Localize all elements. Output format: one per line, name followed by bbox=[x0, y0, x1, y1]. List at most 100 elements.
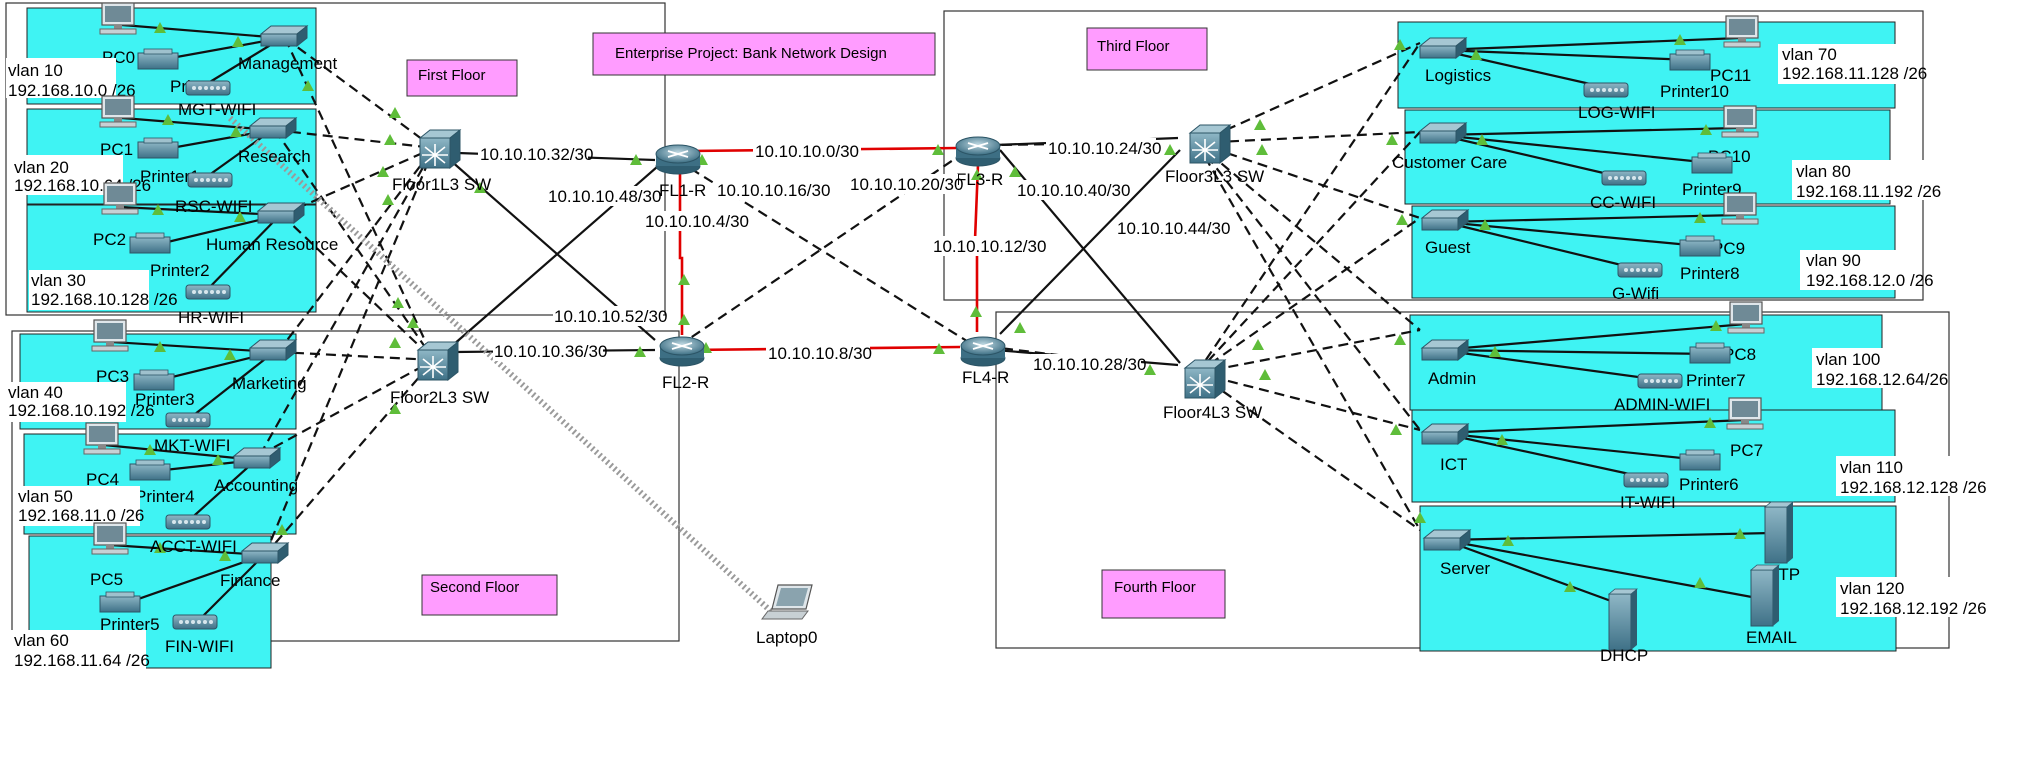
svg-text:Floor1L3 SW: Floor1L3 SW bbox=[392, 175, 491, 194]
finance-pc[interactable]: PC5 bbox=[90, 522, 129, 589]
ict-printer[interactable]: Printer6 bbox=[1679, 449, 1739, 494]
floor3-l3-switch[interactable]: Floor3L3 SW bbox=[1165, 124, 1264, 186]
vlan70-label: vlan 70 192.168.11.128 /26 bbox=[1778, 44, 1927, 84]
ict-access-point[interactable]: IT-WIFI bbox=[1620, 472, 1676, 512]
svg-text:Finance: Finance bbox=[220, 571, 280, 590]
svg-text:Floor3L3 SW: Floor3L3 SW bbox=[1165, 167, 1264, 186]
logistics-access-point[interactable]: LOG-WIFI bbox=[1578, 82, 1655, 122]
ict-switch[interactable]: ICT bbox=[1421, 423, 1469, 474]
svg-text:FL2-R: FL2-R bbox=[662, 373, 709, 392]
subnet-label: 10.10.10.16/30 bbox=[717, 181, 830, 200]
vlan110-label: vlan 110 192.168.12.128 /26 bbox=[1836, 456, 1987, 497]
svg-text:Customer Care: Customer Care bbox=[1392, 153, 1507, 172]
fl1-router[interactable]: FL1-R bbox=[655, 144, 706, 200]
svg-text:192.168.11.64 /26: 192.168.11.64 /26 bbox=[14, 651, 150, 670]
svg-text:vlan 70: vlan 70 bbox=[1782, 45, 1837, 64]
svg-text:FL1-R: FL1-R bbox=[659, 181, 706, 200]
marketing-access-point[interactable]: MKT-WIFI bbox=[154, 412, 230, 455]
research-printer[interactable]: Printer1 bbox=[137, 137, 200, 186]
subnet-label: 10.10.10.32/30 bbox=[480, 145, 593, 164]
first-floor-label: First Floor bbox=[418, 67, 486, 84]
admin-pc[interactable]: PC8 bbox=[1723, 301, 1765, 364]
floor4-l3-switch[interactable]: Floor4L3 SW bbox=[1163, 359, 1262, 422]
svg-text:Logistics: Logistics bbox=[1425, 66, 1491, 85]
svg-text:vlan 20: vlan 20 bbox=[14, 158, 69, 177]
svg-text:Printer1: Printer1 bbox=[140, 167, 200, 186]
customer-care-access-point[interactable]: CC-WIFI bbox=[1590, 170, 1656, 212]
research-pc[interactable]: PC1 bbox=[99, 95, 137, 159]
vlan10-label: vlan 10 192.168.10.0 /26 bbox=[6, 58, 136, 100]
management-switch[interactable]: Management bbox=[238, 25, 338, 73]
hr-access-point[interactable]: HR-WIFI bbox=[178, 284, 244, 327]
research-switch[interactable]: Research bbox=[238, 117, 311, 166]
finance-printer[interactable]: Printer5 bbox=[99, 591, 160, 634]
svg-text:192.168.10.128 /26: 192.168.10.128 /26 bbox=[31, 290, 178, 309]
ict-pc[interactable]: PC7 bbox=[1726, 397, 1764, 460]
guest-printer[interactable]: Printer8 bbox=[1679, 235, 1740, 283]
svg-text:Admin: Admin bbox=[1428, 369, 1476, 388]
second-floor-label-box: Second Floor bbox=[421, 574, 558, 616]
customer-care-switch[interactable]: Customer Care bbox=[1392, 122, 1507, 172]
svg-text:192.168.12.128 /26: 192.168.12.128 /26 bbox=[1840, 478, 1987, 497]
logistics-switch[interactable]: Logistics bbox=[1419, 37, 1491, 85]
logistics-pc[interactable]: PC11 bbox=[1710, 15, 1761, 85]
accounting-access-point[interactable]: ACCT-WIFI bbox=[150, 514, 237, 556]
svg-text:Printer6: Printer6 bbox=[1679, 475, 1739, 494]
guest-access-point[interactable]: G-Wifi bbox=[1612, 262, 1663, 303]
svg-text:192.168.10.0 /26: 192.168.10.0 /26 bbox=[8, 81, 136, 100]
research-access-point[interactable]: RSC-WIFI bbox=[175, 172, 252, 216]
svg-text:PC8: PC8 bbox=[1723, 345, 1756, 364]
svg-text:PC11: PC11 bbox=[1710, 66, 1751, 85]
accounting-pc[interactable]: PC4 bbox=[83, 422, 121, 489]
dhcp-server[interactable]: DHCP bbox=[1600, 588, 1648, 665]
diagram-title: Enterprise Project: Bank Network Design bbox=[615, 45, 887, 62]
svg-text:Printer7: Printer7 bbox=[1686, 371, 1746, 390]
marketing-pc[interactable]: PC3 bbox=[91, 319, 129, 386]
svg-text:FL4-R: FL4-R bbox=[962, 368, 1009, 387]
fourth-floor-label-box: Fourth Floor bbox=[1101, 569, 1226, 619]
admin-printer[interactable]: Printer7 bbox=[1686, 342, 1746, 390]
subnet-label: 10.10.10.0/30 bbox=[755, 142, 859, 161]
finance-switch[interactable]: Finance bbox=[220, 542, 289, 590]
svg-text:192.168.12.0 /26: 192.168.12.0 /26 bbox=[1806, 271, 1934, 290]
hr-printer[interactable]: Printer2 bbox=[129, 232, 210, 280]
fl3-router[interactable]: FL3-R bbox=[955, 136, 1003, 189]
floor2-l3-switch[interactable]: Floor2L3 SW bbox=[390, 341, 489, 407]
svg-text:Printer5: Printer5 bbox=[100, 615, 160, 634]
hr-switch[interactable]: Human Resource bbox=[206, 202, 338, 254]
logistics-printer[interactable]: Printer10 bbox=[1660, 49, 1729, 101]
svg-text:vlan 50: vlan 50 bbox=[18, 487, 73, 506]
vlan40-label: vlan 40 192.168.10.192 /26 bbox=[6, 382, 155, 422]
svg-text:PC5: PC5 bbox=[90, 570, 123, 589]
svg-text:vlan 30: vlan 30 bbox=[31, 271, 86, 290]
subnet-label: 10.10.10.12/30 bbox=[933, 237, 1046, 256]
second-floor-boundary bbox=[11, 330, 680, 642]
zone-admin bbox=[1409, 314, 1883, 411]
management-access-point[interactable]: MGT-WIFI bbox=[178, 80, 256, 119]
guest-switch[interactable]: Guest bbox=[1421, 209, 1471, 257]
svg-text:192.168.11.0 /26: 192.168.11.0 /26 bbox=[18, 506, 144, 525]
svg-text:LOG-WIFI: LOG-WIFI bbox=[1578, 103, 1655, 122]
svg-text:ICT: ICT bbox=[1440, 455, 1467, 474]
admin-access-point[interactable]: ADMIN-WIFI bbox=[1614, 373, 1710, 414]
vlan60-label: vlan 60 192.168.11.64 /26 bbox=[6, 630, 150, 670]
email-server[interactable]: EMAIL bbox=[1746, 564, 1797, 647]
fl4-router[interactable]: FL4-R bbox=[960, 336, 1009, 387]
accounting-printer[interactable]: Printer4 bbox=[129, 459, 195, 506]
admin-switch[interactable]: Admin bbox=[1421, 339, 1476, 388]
fl2-router[interactable]: FL2-R bbox=[659, 336, 709, 392]
server-switch[interactable]: Server bbox=[1423, 529, 1490, 578]
laptop0[interactable]: Laptop0 bbox=[756, 584, 817, 647]
svg-text:RSC-WIFI: RSC-WIFI bbox=[175, 197, 252, 216]
svg-text:ADMIN-WIFI: ADMIN-WIFI bbox=[1614, 395, 1710, 414]
svg-text:FL3-R: FL3-R bbox=[956, 170, 1003, 189]
accounting-switch[interactable]: Accounting bbox=[214, 447, 298, 495]
svg-text:Printer8: Printer8 bbox=[1680, 264, 1740, 283]
marketing-printer[interactable]: Printer3 bbox=[133, 369, 195, 409]
hr-pc[interactable]: PC2 bbox=[93, 182, 139, 249]
floor1-l3-switch[interactable]: Floor1L3 SW bbox=[392, 129, 491, 194]
subnet-label: 10.10.10.44/30 bbox=[1117, 219, 1230, 238]
marketing-switch[interactable]: Marketing bbox=[232, 339, 307, 393]
finance-access-point[interactable]: FIN-WIFI bbox=[165, 614, 234, 656]
svg-text:PC3: PC3 bbox=[96, 367, 129, 386]
